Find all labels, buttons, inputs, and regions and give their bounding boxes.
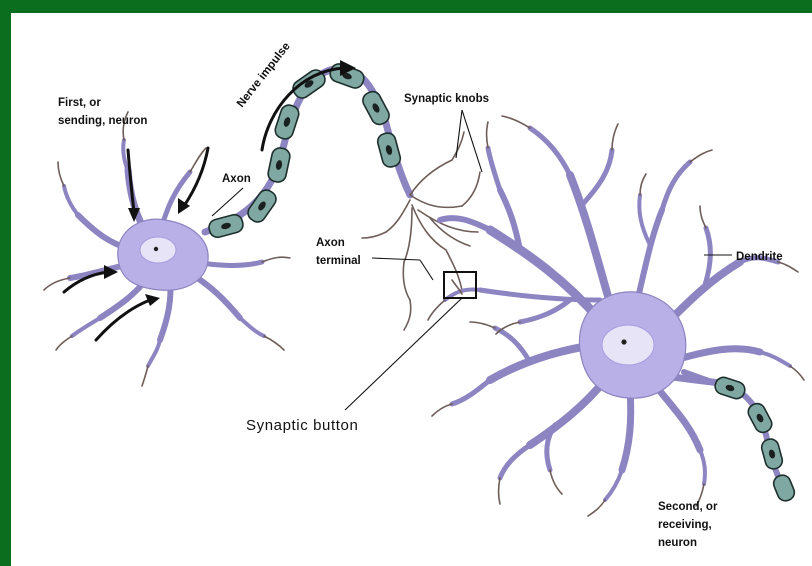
axon bbox=[205, 62, 410, 239]
axon-terminal-leader bbox=[372, 258, 420, 260]
second-neuron bbox=[428, 116, 804, 516]
axon-terminal bbox=[362, 132, 480, 330]
synaptic-knobs-leader-2 bbox=[462, 110, 482, 172]
axon-terminal-leader-2 bbox=[420, 260, 433, 280]
second-neuron-nucleolus bbox=[621, 339, 626, 344]
incoming-arrow-4 bbox=[96, 300, 150, 340]
label-axon-terminal-line2: terminal bbox=[316, 255, 361, 267]
second-neuron-myelin bbox=[713, 375, 797, 503]
first-neuron-nucleolus bbox=[154, 247, 158, 251]
second-neuron-nucleus bbox=[602, 325, 654, 365]
label-dendrite: Dendrite bbox=[736, 251, 783, 263]
first-neuron-nucleus bbox=[140, 237, 176, 263]
label-axon-terminal-line1: Axon bbox=[316, 237, 345, 249]
label-axon: Axon bbox=[222, 173, 251, 185]
label-synaptic-knobs: Synaptic knobs bbox=[404, 93, 489, 105]
label-first-neuron-line2: sending, neuron bbox=[58, 115, 147, 127]
label-second-neuron-line1: Second, or bbox=[658, 501, 718, 513]
label-second-neuron-line3: neuron bbox=[658, 537, 697, 549]
first-neuron bbox=[44, 112, 290, 386]
label-second-neuron-line2: receiving, bbox=[658, 519, 712, 531]
axon-leader bbox=[212, 188, 243, 216]
synaptic-button-leader bbox=[345, 298, 462, 410]
synaptic-knobs-leader-1 bbox=[456, 110, 462, 158]
label-first-neuron-line1: First, or bbox=[58, 97, 101, 109]
label-synaptic-button: Synaptic button bbox=[246, 417, 358, 434]
labels: First, or sending, neuron Nerve impulse … bbox=[58, 41, 783, 549]
